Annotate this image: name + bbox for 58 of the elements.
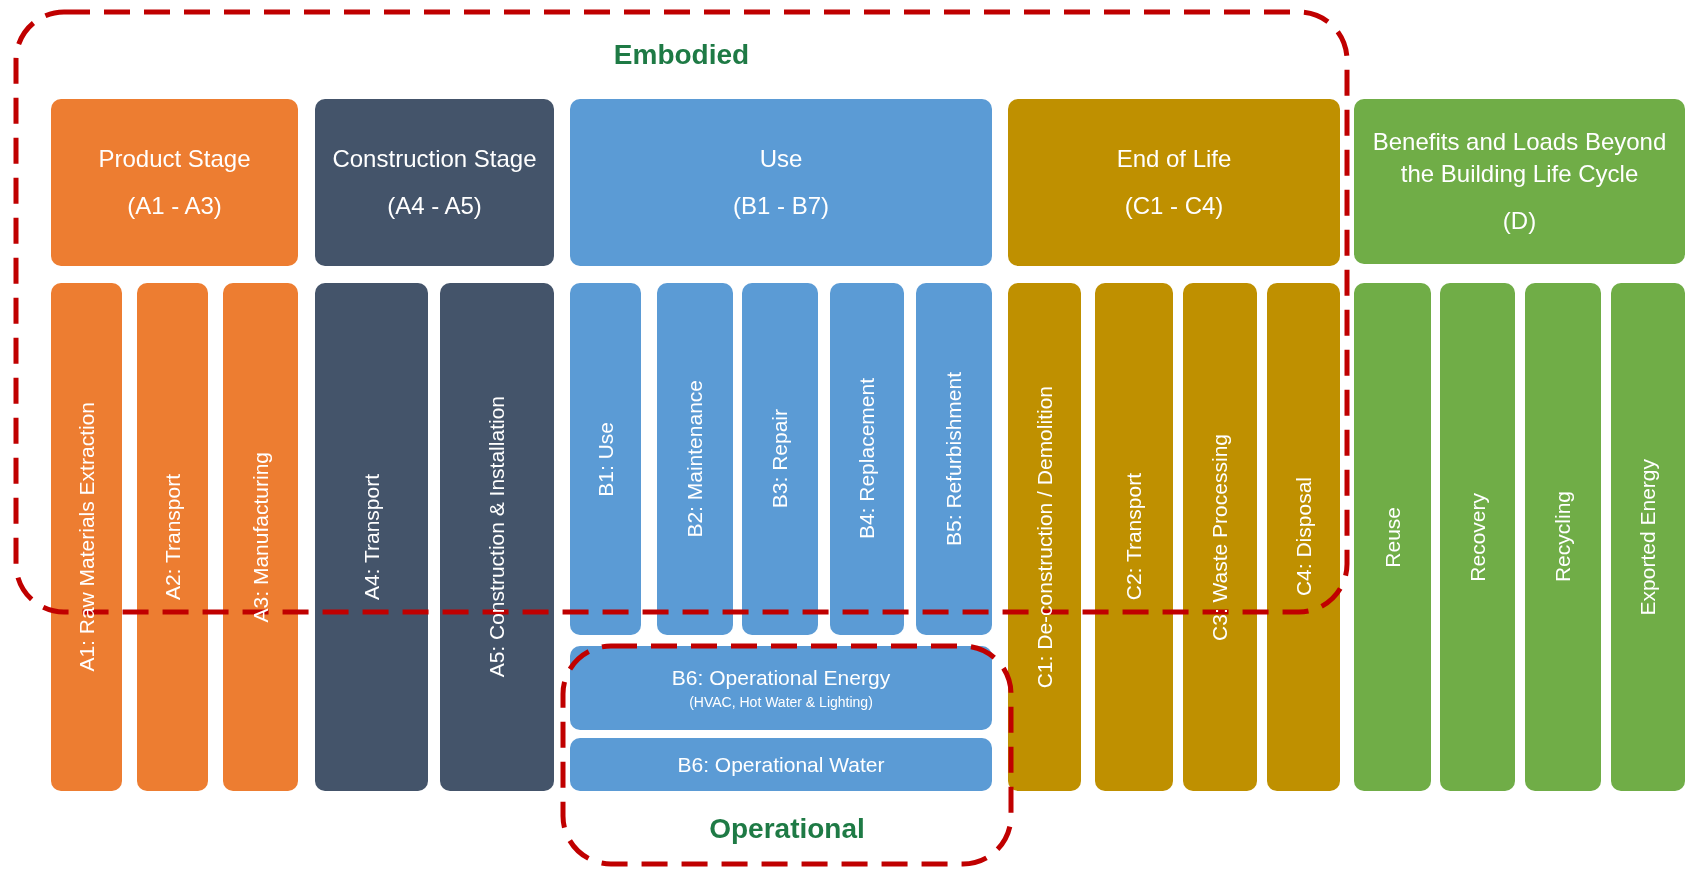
stage-title: Use [759, 144, 803, 175]
module-bar [440, 283, 554, 791]
module-label: A4: Transport [359, 473, 384, 601]
module-label: C4: Disposal [1291, 477, 1316, 597]
module-label: Recovery [1465, 492, 1490, 582]
stage-header-box [1008, 99, 1340, 266]
stage-header-box [51, 99, 298, 266]
module-bar [742, 283, 818, 635]
module-range: (B1 - B7) [733, 190, 829, 221]
module-label: B2: Maintenance [683, 380, 707, 538]
module-bar [1095, 283, 1173, 791]
module-label: B4: Replacement [855, 378, 879, 540]
module-label: B6: Operational Water [677, 752, 885, 777]
module-label: Reuse [1380, 506, 1405, 568]
module-label: Recycling [1551, 491, 1575, 583]
module-label: C3: Waste Processing [1208, 433, 1232, 641]
module-bar [1008, 283, 1081, 791]
module-label: A3: Manufacturing [248, 451, 273, 623]
module-range: (A1 - A3) [127, 190, 222, 221]
module-bar [570, 646, 992, 730]
module-bar [1525, 283, 1601, 791]
module-note: (HVAC, Hot Water & Lighting) [689, 694, 873, 710]
module-range: (C1 - C4) [1124, 190, 1224, 221]
module-bar [1440, 283, 1515, 791]
module-bar [830, 283, 904, 635]
module-label: B1: Use [593, 421, 618, 497]
module-label: C2: Transport [1122, 473, 1146, 601]
module-bar [51, 283, 122, 791]
module-bar [570, 738, 992, 791]
module-label: B3: Repair [768, 409, 792, 509]
module-label: B6: Operational Energy [671, 666, 891, 690]
region-title: Operational [708, 813, 866, 845]
module-label: A2: Transport [160, 473, 185, 601]
stage-header-box [1354, 99, 1685, 264]
stage-title: Product Stage [98, 144, 251, 175]
module-label: C1: De-construction / Demolition [1032, 385, 1057, 689]
module-label: A5: Construction & Installation [485, 396, 509, 678]
module-label: B5: Refurbishment [942, 372, 966, 546]
module-bar [315, 283, 428, 791]
stage-header-box [315, 99, 554, 266]
module-label: A1: Raw Materials Extraction [74, 402, 99, 672]
module-label: Exported Energy [1636, 458, 1660, 616]
module-bar [223, 283, 298, 791]
module-bar [1611, 283, 1685, 791]
module-range: (A4 - A5) [387, 190, 482, 221]
region-title: Embodied [612, 39, 751, 71]
module-bar [1354, 283, 1431, 791]
module-bar [137, 283, 208, 791]
stage-header-box [570, 99, 992, 266]
module-bar [1267, 283, 1340, 791]
module-bar [916, 283, 992, 635]
module-bar [657, 283, 733, 635]
stage-title: Construction Stage [332, 144, 537, 175]
stage-title: End of Life [1116, 144, 1232, 175]
module-range: (D) [1502, 205, 1537, 236]
module-bar [570, 283, 641, 635]
stage-title: Benefits and Loads Beyond the Building Life Cycle [1371, 126, 1668, 190]
module-bar [1183, 283, 1257, 791]
